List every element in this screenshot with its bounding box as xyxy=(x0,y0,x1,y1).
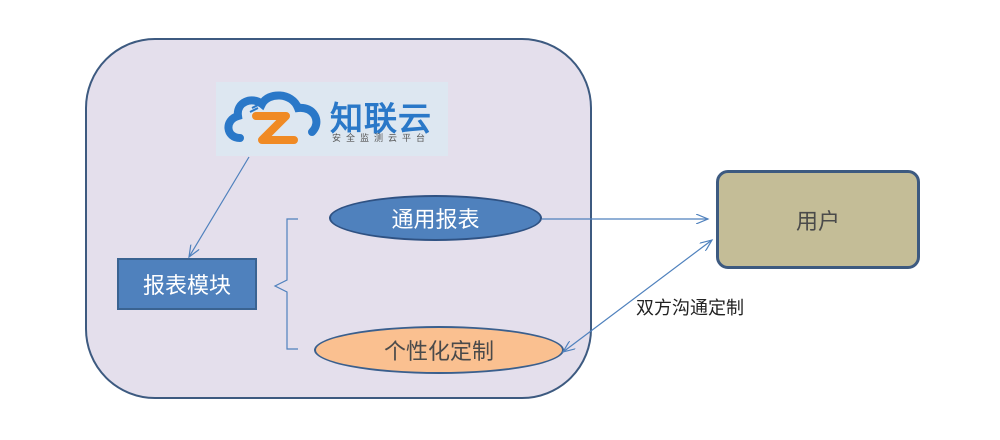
user-node: 用户 xyxy=(716,170,920,269)
logo-to-module-arrow xyxy=(189,156,250,257)
logo-subtitle: 安全监测云平台 xyxy=(332,134,431,144)
logo-title: 知联云 xyxy=(330,99,432,138)
report-module-node: 报表模块 xyxy=(117,258,257,310)
logo-panel: 知联云 安全监测云平台 xyxy=(216,82,448,156)
module-bracket xyxy=(273,218,298,350)
cloud-logo-icon xyxy=(224,91,321,144)
general-report-node: 通用报表 xyxy=(329,195,542,241)
user-custom-two-way-arrow xyxy=(563,240,712,352)
custom-report-node: 个性化定制 xyxy=(314,326,564,374)
